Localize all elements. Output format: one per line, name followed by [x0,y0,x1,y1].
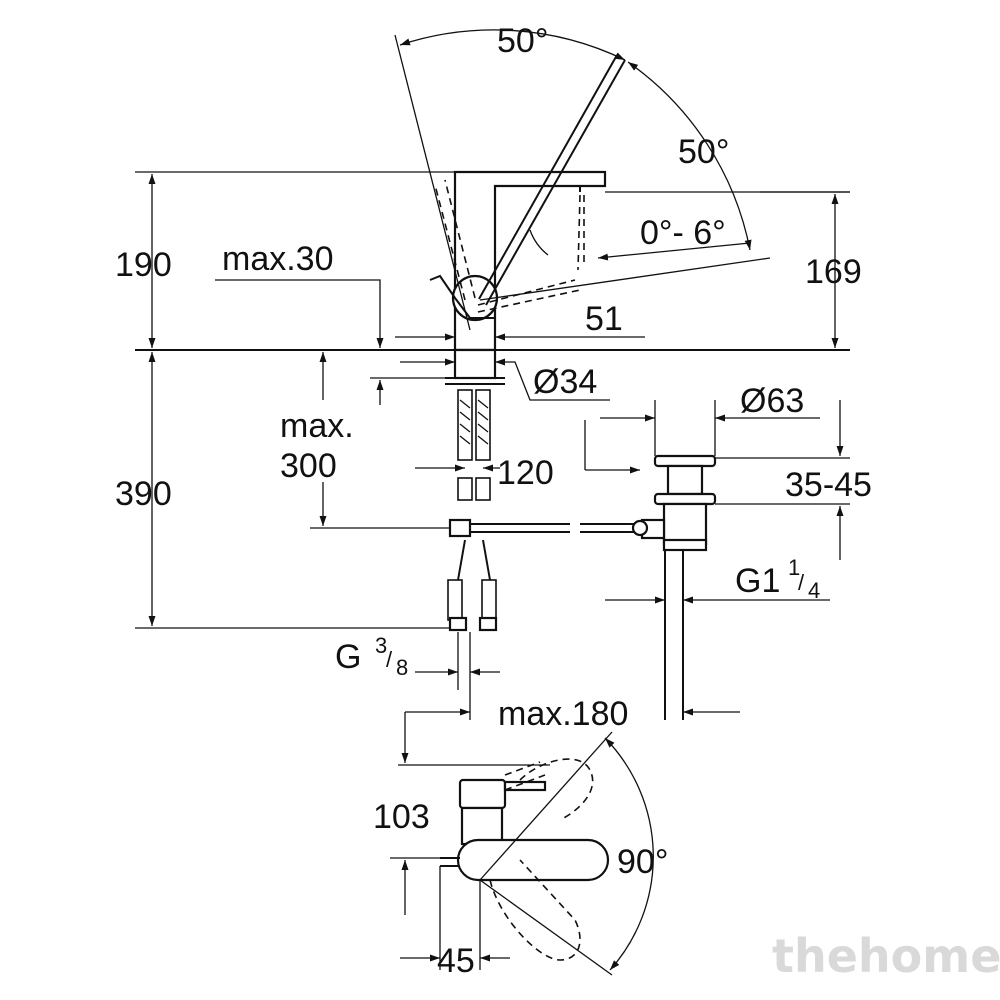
watermark-text: thehome [772,929,1000,983]
dim-max-label: max. [280,407,354,445]
lever-angle-arcs [394,29,771,331]
dim-thread-g1-den: 4 [808,578,820,603]
dim-thread-g-slash: / [386,647,393,672]
dim-thread-g: G [335,638,361,676]
dim-offset-45: 45 [437,942,475,980]
dim-range-35-45: 35-45 [785,466,872,504]
faucet-top-view [390,712,654,976]
pull-rod [448,518,640,538]
supply-hoses [447,389,498,632]
dim-height-spout: 169 [805,253,862,291]
pop-up-waste [631,454,717,720]
dim-thread-g1: G1 [735,562,780,600]
dim-max-180: max.180 [498,695,628,733]
dim-thread-g-den: 8 [396,655,408,680]
dim-thread-g1-slash: / [798,570,805,595]
dim-height-upper: 190 [115,246,172,284]
dim-depth-103: 103 [373,798,430,836]
dim-dia-63: Ø63 [740,382,804,420]
dim-width-51: 51 [585,300,623,338]
dim-dia-34: Ø34 [533,363,597,401]
dim-thread-g1-num: 1 [788,555,800,580]
dim-thread-g-num: 3 [375,633,387,658]
dim-angle-tilt: 0°- 6° [640,214,726,252]
dim-angle-top: 50° [497,22,548,60]
dim-height-lower: 390 [115,475,172,513]
dim-angle-rotate: 90° [617,843,668,881]
faucet-side-view [429,54,626,385]
dim-max-30: max.30 [222,240,334,278]
dim-max-300: 300 [280,447,337,485]
dim-angle-side: 50° [678,133,729,171]
dim-length-120: 120 [497,454,554,492]
